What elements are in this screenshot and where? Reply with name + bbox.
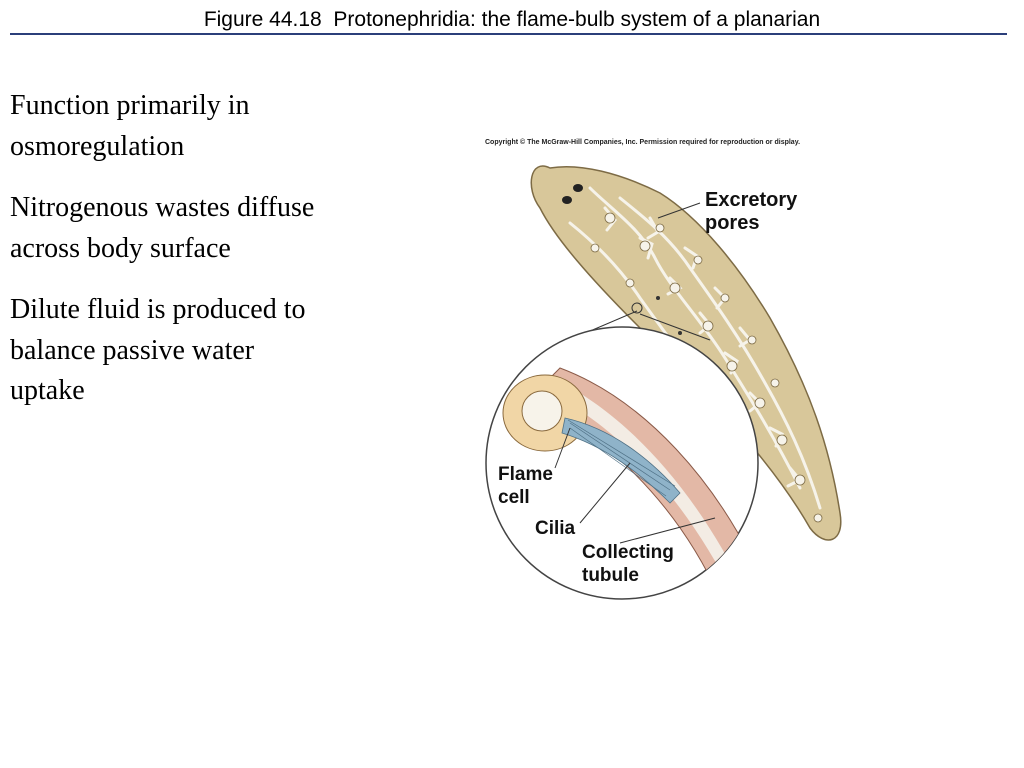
- tubule-nodes: [590, 212, 823, 523]
- bullet-dilute-fluid: Dilute fluid is produced to balance pass…: [10, 294, 306, 406]
- planarian-illustration: Copyright © The McGraw-Hill Companies, I…: [485, 138, 842, 600]
- copyright-notice: Copyright © The McGraw-Hill Companies, I…: [485, 138, 800, 146]
- magnifier-leader-line: [639, 313, 711, 341]
- magnified-region-marker: [631, 302, 643, 314]
- label-excretory-line2: pores: [705, 212, 759, 234]
- label-flame-line1: Flame: [498, 464, 553, 485]
- label-collecting-line1: Collecting: [582, 542, 674, 563]
- bullet-nitrogenous-wastes: Nitrogenous wastes diffuse across body s…: [10, 192, 315, 264]
- flame-cell-nucleus: [521, 390, 563, 432]
- eyespot: [573, 184, 583, 192]
- title-divider: [10, 33, 1007, 35]
- excretory-label-leader: [657, 202, 701, 219]
- eyespot: [562, 196, 572, 204]
- label-excretory-line1: Excretory: [705, 189, 798, 211]
- bullet-list: Function primarily in osmoregulation Nit…: [10, 86, 320, 433]
- slide-title: Figure 44.18 Protonephridia: the flame-b…: [203, 8, 821, 31]
- cilia-label-leader: [579, 462, 631, 524]
- flame-label-leader: [554, 427, 571, 469]
- planarian-figure: Copyright © The McGraw-Hill Companies, I…: [470, 128, 870, 608]
- label-collecting-line2: tubule: [582, 565, 639, 586]
- label-cilia: Cilia: [535, 518, 576, 539]
- cilia-tuft: [561, 417, 681, 504]
- collecting-label-leader: [619, 517, 716, 544]
- bullet-osmoregulation: Function primarily in osmoregulation: [10, 90, 250, 162]
- label-flame-line2: cell: [498, 487, 530, 508]
